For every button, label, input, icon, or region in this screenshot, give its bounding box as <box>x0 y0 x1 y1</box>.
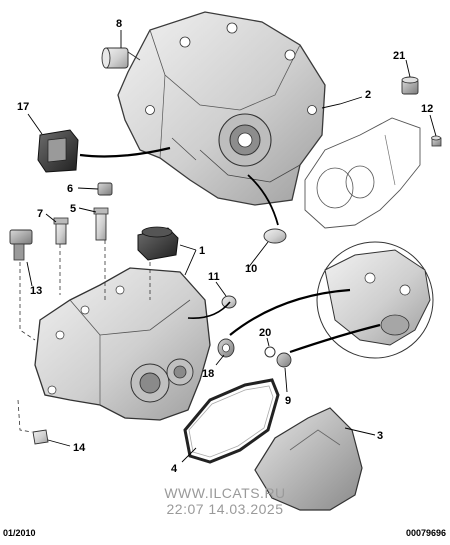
callout-5: 5 <box>70 203 76 215</box>
detail-inset <box>316 241 434 359</box>
pin-12 <box>431 135 442 147</box>
bush-21 <box>401 76 419 95</box>
callout-7: 7 <box>37 208 43 220</box>
leader-curve-17 <box>79 146 171 158</box>
callout-leaders <box>26 30 437 463</box>
callout-8: 8 <box>116 18 122 30</box>
callout-3: 3 <box>377 430 383 442</box>
callout-1: 1 <box>199 245 205 257</box>
leader-curve-18 <box>229 288 351 336</box>
housing-outline-ghost <box>304 117 421 229</box>
leader-curve-10 <box>247 174 279 226</box>
release-bearing-guide <box>101 47 141 69</box>
sensor-6 <box>97 182 113 196</box>
watermark-site: WWW.ILCATS.RU <box>164 485 286 501</box>
bracket-17 <box>37 129 79 173</box>
callout-21: 21 <box>393 50 405 62</box>
plug-10 <box>263 228 287 244</box>
speed-sensor-13 <box>9 229 33 261</box>
assembly-dashed-lines <box>17 240 151 433</box>
footer-reference: 00079696 <box>405 528 446 538</box>
callout-6: 6 <box>67 183 73 195</box>
callout-10: 10 <box>245 263 257 275</box>
leader-curve-11 <box>187 301 231 319</box>
sensor-7 <box>53 217 69 245</box>
gearbox-casing <box>34 267 211 421</box>
callout-18: 18 <box>202 368 214 380</box>
callout-2: 2 <box>365 89 371 101</box>
callout-4: 4 <box>171 463 178 475</box>
boot-1 <box>137 226 179 261</box>
callout-9: 9 <box>285 395 291 407</box>
callout-14: 14 <box>73 442 86 454</box>
footer-date: 01/2010 <box>3 528 36 538</box>
washer-20 <box>264 346 276 358</box>
switch-5 <box>93 207 109 241</box>
callout-labels: 8 21 2 12 17 6 5 7 1 10 11 13 20 18 9 3 … <box>17 18 433 475</box>
callout-12: 12 <box>421 103 433 115</box>
watermark-timestamp: 22:07 14.03.2025 <box>166 501 284 517</box>
clutch-housing <box>117 11 326 206</box>
callout-11: 11 <box>208 271 220 283</box>
clip-14 <box>32 429 49 445</box>
gasket-4 <box>183 378 280 464</box>
seal-18 <box>217 338 235 358</box>
callout-17: 17 <box>17 101 29 113</box>
plug-9 <box>276 352 292 368</box>
leader-curve-9 <box>289 323 381 354</box>
callout-13: 13 <box>30 285 42 297</box>
callout-20: 20 <box>259 327 271 339</box>
housing-cover-3 <box>254 407 363 511</box>
gasket-4-inner <box>188 385 274 458</box>
